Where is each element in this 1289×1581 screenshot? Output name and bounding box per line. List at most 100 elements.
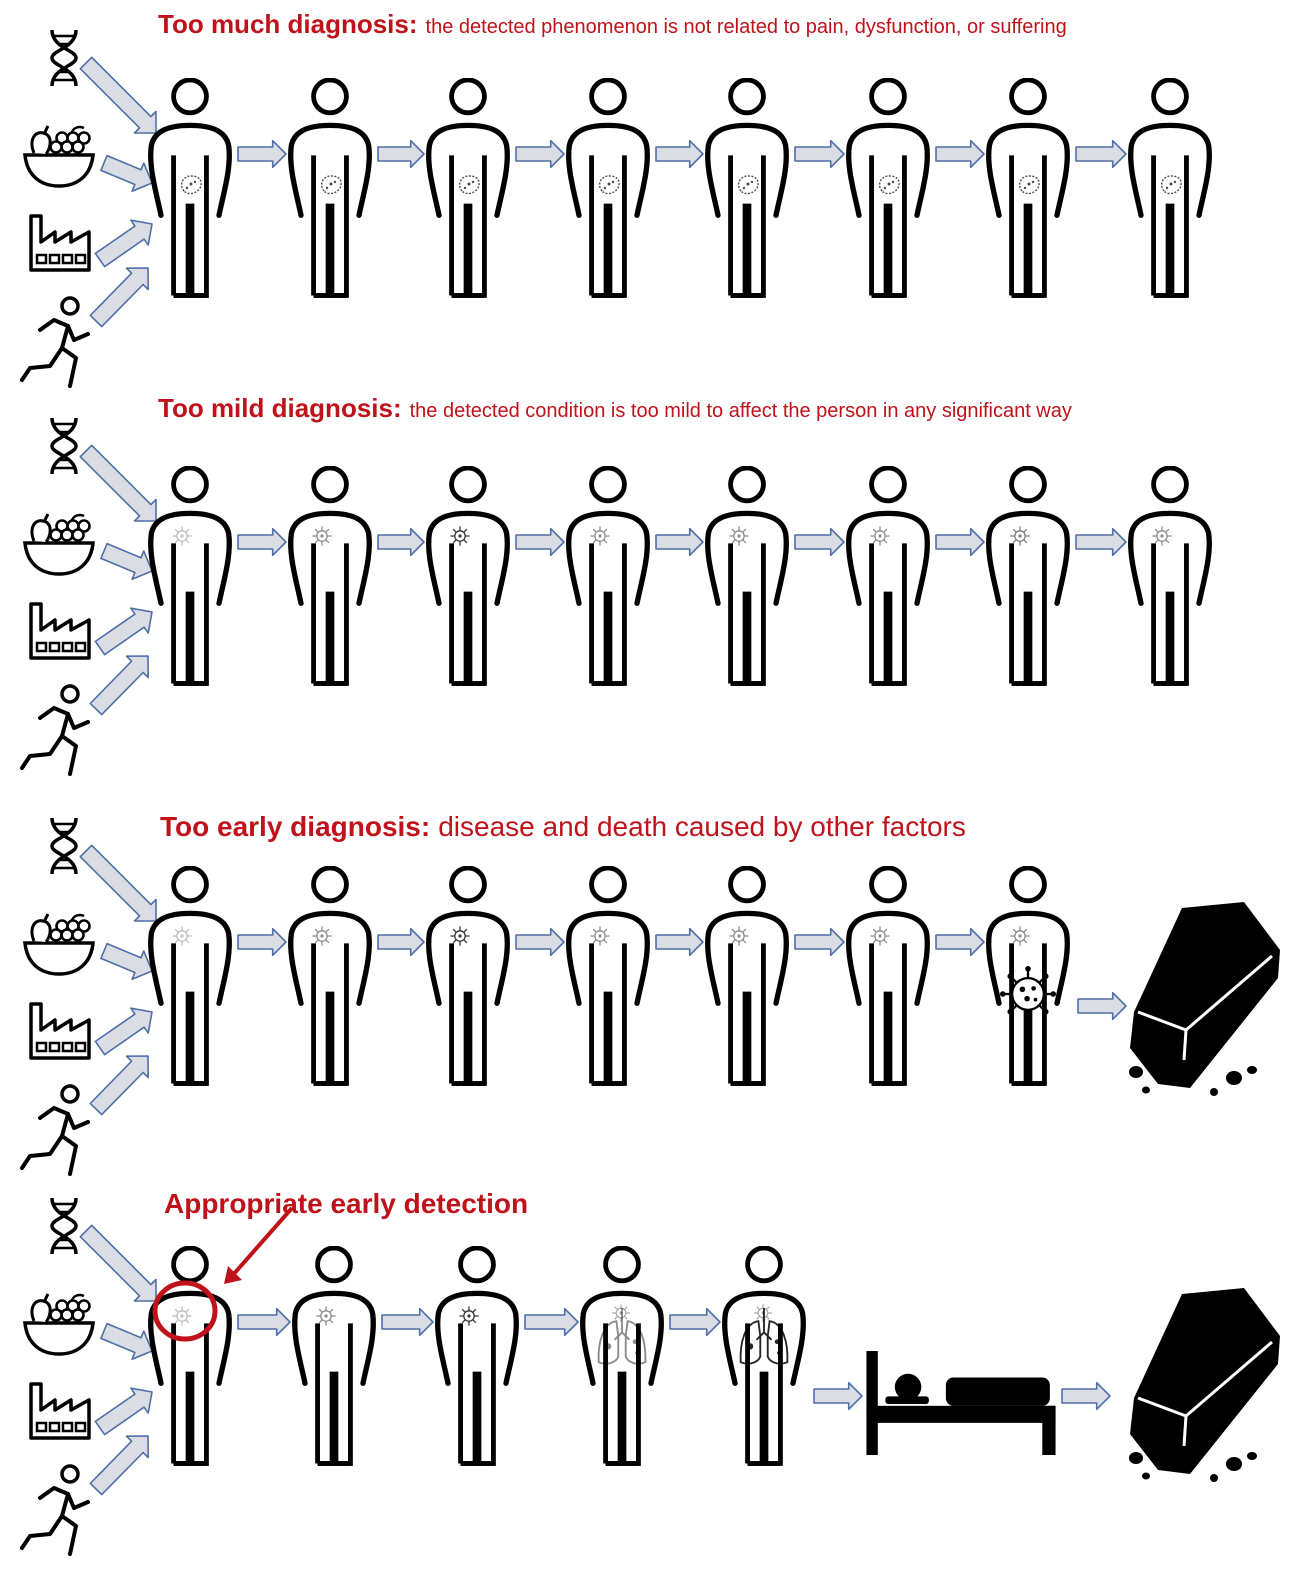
person xyxy=(291,868,370,1084)
person xyxy=(849,468,928,684)
person-figure xyxy=(151,80,230,296)
lesion-icon xyxy=(460,176,480,194)
person xyxy=(429,868,508,1084)
dna-icon xyxy=(52,1198,76,1254)
person-figure xyxy=(708,868,787,1084)
person xyxy=(1131,80,1210,296)
person-figure xyxy=(429,868,508,1084)
progression-arrow xyxy=(238,929,286,956)
person xyxy=(583,1248,662,1464)
lesion-icon xyxy=(1010,526,1029,545)
lesion-icon xyxy=(322,176,342,194)
panel-title: Too much diagnosis:the detected phenomen… xyxy=(158,9,1067,39)
virus-icon xyxy=(1000,966,1056,1022)
panel-title-label: Too much diagnosis: xyxy=(158,9,418,39)
person xyxy=(438,1248,517,1464)
risk-arrow xyxy=(95,608,152,654)
person-figure xyxy=(569,80,648,296)
panel-title: Too early diagnosis:disease and death ca… xyxy=(160,811,966,842)
progression-arrow xyxy=(656,529,703,556)
progression-arrow xyxy=(525,1309,578,1336)
lesion-icon xyxy=(612,1304,630,1322)
panel-too-much: Too much diagnosis:the detected phenomen… xyxy=(22,9,1209,386)
person-figure xyxy=(1131,468,1210,684)
lesion-icon xyxy=(1020,176,1040,194)
panel-title-description: the detected condition is too mild to af… xyxy=(410,400,1072,422)
progression-arrow xyxy=(1062,1383,1110,1410)
lesion-icon xyxy=(312,926,331,945)
panel-too-mild: Too mild diagnosis: the detected conditio… xyxy=(22,393,1209,774)
factory-icon xyxy=(31,604,89,658)
panel-title-label: Appropriate early detection xyxy=(164,1188,528,1219)
fruit-bowl-icon xyxy=(25,1294,93,1354)
lesion-icon xyxy=(316,1306,335,1325)
person-figure xyxy=(151,1248,230,1464)
dna-icon xyxy=(52,818,76,874)
person-figure xyxy=(291,468,370,684)
progression-arrow xyxy=(656,141,703,168)
progression-arrow xyxy=(936,141,984,168)
factory-icon xyxy=(31,1384,89,1438)
progression-arrow xyxy=(670,1309,720,1336)
progression-arrow xyxy=(936,529,984,556)
person-figure xyxy=(291,868,370,1084)
fruit-bowl-icon xyxy=(25,914,93,974)
progression-arrow xyxy=(795,929,844,956)
person-figure xyxy=(438,1248,517,1464)
person xyxy=(151,868,230,1084)
hospital-bed-icon xyxy=(866,1351,1055,1455)
person-figure xyxy=(989,468,1068,684)
person xyxy=(291,468,370,684)
person xyxy=(989,80,1068,296)
person-figure xyxy=(429,468,508,684)
progression-arrow xyxy=(382,1309,433,1336)
coffin-icon xyxy=(1129,902,1280,1096)
person xyxy=(295,1248,374,1464)
lesion-icon xyxy=(880,176,900,194)
lesion-icon xyxy=(739,176,759,194)
person xyxy=(989,868,1068,1084)
lesion-icon xyxy=(1010,926,1029,945)
risk-arrow xyxy=(80,445,156,521)
dna-icon xyxy=(52,418,76,474)
progression-arrow xyxy=(378,141,424,168)
panel-title: Too mild diagnosis: the detected conditio… xyxy=(158,393,1072,423)
fruit-bowl-icon xyxy=(25,126,93,186)
factory-icon xyxy=(31,216,89,270)
lesion-icon xyxy=(182,176,202,194)
risk-arrow xyxy=(101,944,152,980)
progression-arrow xyxy=(516,929,564,956)
risk-arrow xyxy=(101,156,152,192)
progression-arrow xyxy=(516,141,564,168)
risk-arrow xyxy=(95,220,152,266)
runner-icon xyxy=(22,686,88,774)
risk-arrow xyxy=(90,656,148,715)
progression-arrow xyxy=(936,929,984,956)
person xyxy=(708,868,787,1084)
risk-arrow xyxy=(95,1388,152,1434)
person-figure xyxy=(151,868,230,1084)
person xyxy=(151,80,230,296)
person xyxy=(849,868,928,1084)
person xyxy=(569,868,648,1084)
person-figure xyxy=(708,468,787,684)
lesion-icon xyxy=(870,526,889,545)
lesion-icon xyxy=(450,926,469,945)
panel-title-description: disease and death caused by other factor… xyxy=(438,811,966,842)
lesion-icon xyxy=(729,926,748,945)
person-figure xyxy=(569,868,648,1084)
progression-arrow xyxy=(238,529,286,556)
person xyxy=(989,468,1068,684)
coffin-icon xyxy=(1129,1288,1280,1482)
person xyxy=(725,1248,804,1464)
lesion-icon xyxy=(172,526,191,545)
lesion-icon xyxy=(172,926,191,945)
panel-title-label: Too mild diagnosis: xyxy=(158,393,402,423)
person-figure xyxy=(291,80,370,296)
lesion-icon xyxy=(754,1304,772,1322)
dna-icon xyxy=(52,30,76,86)
progression-arrow xyxy=(656,929,703,956)
risk-arrow xyxy=(101,544,152,580)
person-figure xyxy=(849,868,928,1084)
lesion-icon xyxy=(590,526,609,545)
